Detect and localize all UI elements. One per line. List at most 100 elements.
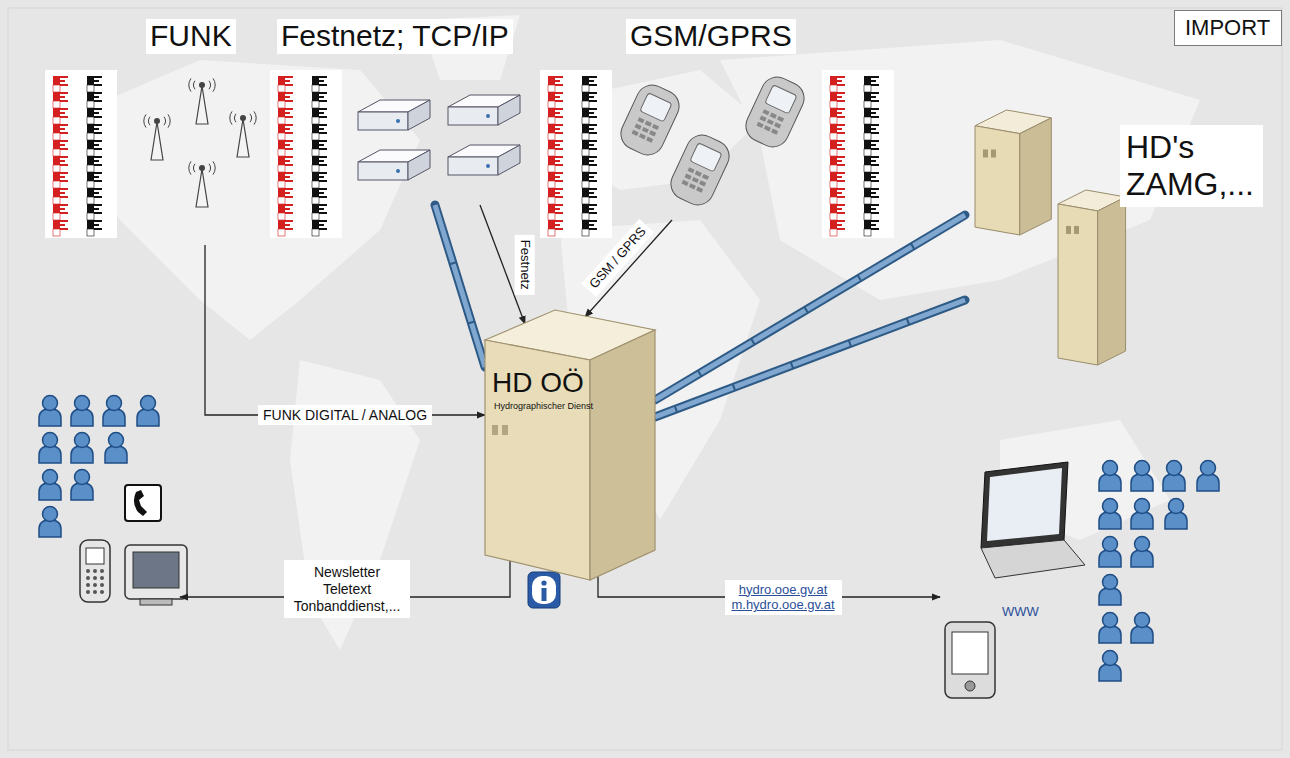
user-icon-part: [1099, 512, 1121, 529]
user-icon-part: [43, 433, 58, 448]
gauge-icon-part: [94, 212, 102, 214]
gauge-icon-part: [837, 192, 842, 194]
gauge-icon-part: [319, 176, 324, 178]
gauge-icon-part: [312, 133, 319, 140]
gauge-icon-part: [312, 124, 319, 133]
cable-outline: [655, 300, 965, 417]
partner-servers: HD's ZAMG,...: [965, 110, 1285, 370]
gauge-icon-part: [60, 156, 68, 158]
gauge-icon-part: [87, 101, 94, 108]
gauge-icon-part: [60, 116, 68, 118]
gauge-icon-part: [589, 96, 594, 98]
mobile-phone-icon: [666, 130, 735, 210]
antenna-icon-part: [254, 111, 256, 124]
gauge-icon-part: [312, 101, 319, 108]
gauge-icon-part: [60, 228, 68, 230]
cellphone-icon-part: [86, 569, 90, 573]
gauge-icon-part: [285, 144, 290, 146]
gauge-icon-part: [871, 80, 876, 82]
gauge-icon-part: [94, 80, 99, 82]
gauge-icon-part: [589, 144, 594, 146]
antenna-icon-part: [240, 115, 246, 121]
gauge-icon-part: [864, 172, 871, 181]
gauge-icon-part: [319, 160, 324, 162]
gauge-icon-part: [589, 208, 594, 210]
gauge-icon-part: [589, 160, 594, 162]
radio-group: FUNK: [140, 15, 270, 245]
gauge-icon-part: [285, 164, 293, 166]
gauge-icon-part: [589, 112, 594, 114]
mobile-phone-icon-part: [685, 174, 692, 180]
gauge-icon-part: [589, 80, 594, 82]
gauge-icon-part: [837, 180, 845, 182]
user-icon-part: [39, 520, 61, 537]
gauge-icon-part: [582, 76, 589, 85]
info-icon-part: [541, 580, 546, 585]
gauge-icon-part: [837, 212, 845, 214]
user-icon: [71, 470, 93, 501]
import-box: IMPORT: [1174, 10, 1282, 46]
mobile-phone-icon-part: [642, 127, 649, 133]
gauge-icon-part: [285, 124, 293, 126]
telephone-icon-part: [134, 490, 147, 516]
gauge-icon-part: [312, 165, 319, 172]
gauge-icon-part: [278, 172, 285, 181]
gauge-icon-part: [589, 220, 597, 222]
gauge-icon-part: [837, 188, 845, 190]
gauge-icon-part: [582, 108, 589, 117]
gauge-icon-part: [548, 172, 555, 181]
gauge-icon-part: [837, 172, 845, 174]
gauge-icon-part: [837, 228, 845, 230]
gauge-icon-part: [589, 172, 597, 174]
gauge-icon-part: [285, 160, 290, 162]
gauge-icon-part: [319, 164, 327, 166]
server-shape-part: [492, 425, 498, 435]
web-users: WWW: [940, 460, 1240, 700]
gauge-icon-part: [312, 172, 319, 181]
modem-icon-part: [408, 150, 430, 180]
gauge-icon-part: [319, 96, 324, 98]
gauge-icon-part: [871, 132, 879, 134]
antenna-icon-part: [144, 114, 146, 127]
gauge-icon-part: [548, 181, 555, 188]
gauge-icon-part: [582, 124, 589, 133]
gauge-icon-part: [87, 117, 94, 124]
modem-icon-part: [408, 100, 430, 130]
gauge-icon-part: [60, 100, 68, 102]
gauge-icon-part: [94, 196, 102, 198]
node-title: FUNK: [146, 19, 236, 54]
gauge-icon-part: [555, 208, 560, 210]
pda-icon-part: [965, 681, 975, 691]
gauge-icon-part: [589, 76, 597, 78]
user-icon-part: [107, 396, 122, 411]
gauge-icon-part: [312, 229, 319, 236]
gauge-icon-part: [555, 80, 560, 82]
antenna-icon-part: [196, 169, 208, 207]
gauge-icon-part: [582, 165, 589, 172]
cellphone-icon-part: [100, 590, 104, 594]
gauge-icon-part: [87, 188, 94, 197]
antenna-icon: [144, 114, 170, 160]
gauge-icon-part: [312, 140, 319, 149]
gauge-icon-part: [53, 149, 60, 156]
gauge-icon-part: [837, 80, 842, 82]
gauge-icon-part: [582, 204, 589, 213]
gauge-icon-part: [555, 140, 563, 142]
tv-icon-part: [133, 552, 179, 588]
user-icon-part: [1135, 537, 1150, 552]
gauge-icon: [822, 70, 894, 238]
gauge-icon-part: [94, 228, 102, 230]
gauge-icon-part: [87, 229, 94, 236]
gauge-icon-part: [582, 197, 589, 204]
gauge-icon-part: [555, 100, 563, 102]
gauge-icon-part: [94, 140, 102, 142]
gauge-icon-part: [589, 228, 597, 230]
mobile-phone-icon-part: [637, 117, 644, 123]
gauge-icon-part: [94, 108, 102, 110]
gauge-icon-part: [830, 92, 837, 101]
user-icon: [1131, 537, 1153, 568]
cellphone-icon-part: [93, 583, 97, 587]
gauge-icon-part: [837, 160, 842, 162]
gauge-icon-part: [278, 101, 285, 108]
user-icon: [103, 396, 125, 427]
